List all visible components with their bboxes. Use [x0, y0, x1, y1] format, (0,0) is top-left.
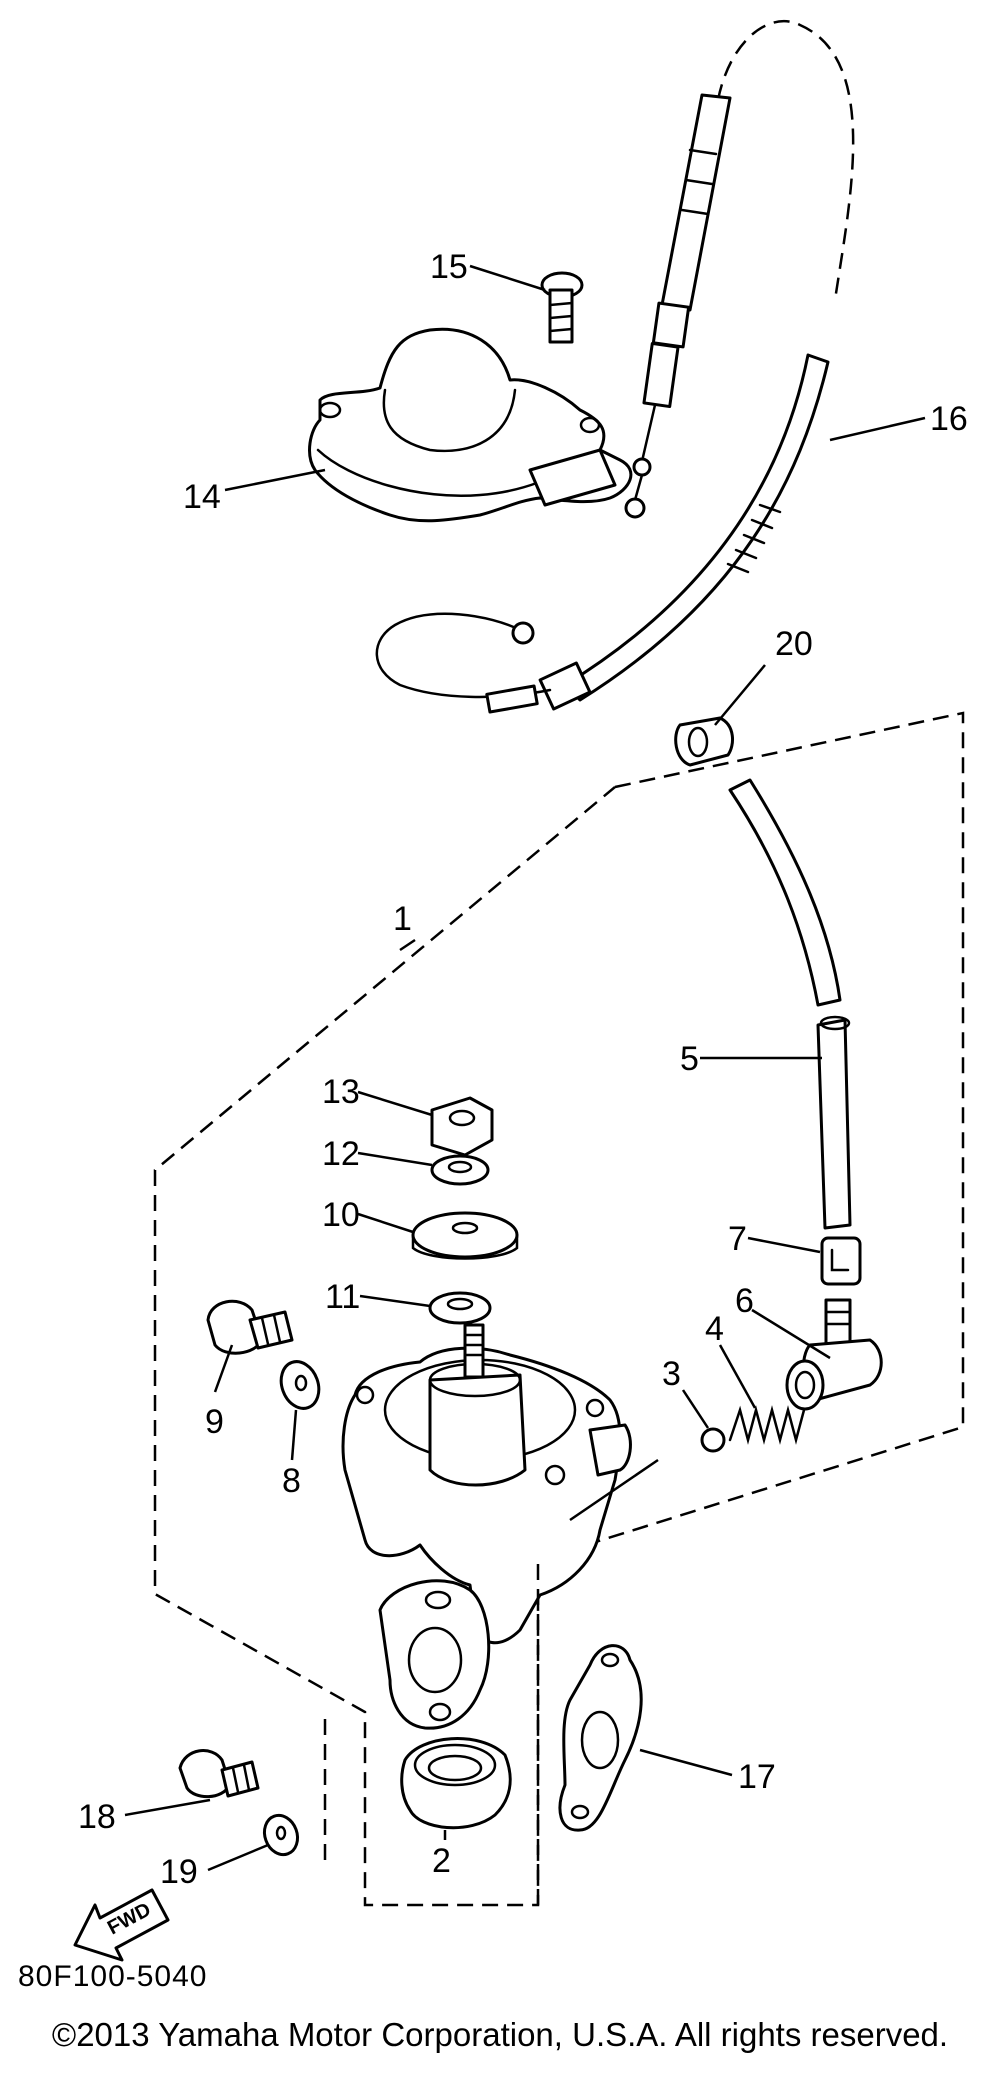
callout-6: 6	[735, 1282, 754, 1320]
callout-10: 10	[322, 1196, 360, 1234]
callout-9: 9	[205, 1403, 224, 1441]
callout-8: 8	[282, 1462, 301, 1500]
fuel-pump-body[interactable]	[341, 1323, 632, 1730]
part-8-washer[interactable]	[275, 1356, 325, 1413]
copyright-text: ©2013 Yamaha Motor Corporation, U.S.A. A…	[51, 2016, 949, 2053]
part-2-seal[interactable]	[400, 1737, 512, 1830]
callout-12: 12	[322, 1135, 360, 1173]
leader-lines	[124, 264, 926, 1872]
throttle-cable[interactable]	[624, 19, 855, 519]
part-7-clip[interactable]	[820, 1236, 862, 1286]
part-6-elbow-fitting[interactable]	[785, 1298, 883, 1411]
assembly-1-boundary	[153, 711, 965, 1907]
part-20-sleeve[interactable]	[674, 716, 734, 767]
callout-3: 3	[662, 1355, 681, 1393]
callout-13: 13	[322, 1073, 360, 1111]
callout-4: 4	[705, 1310, 724, 1348]
callout-1: 1	[393, 900, 412, 938]
part-18-bolt[interactable]	[178, 1749, 260, 1799]
callout-7: 7	[728, 1220, 747, 1258]
part-9-bolt[interactable]	[206, 1299, 294, 1355]
part-15-screw[interactable]	[540, 271, 584, 344]
callout-11: 11	[325, 1278, 360, 1316]
callout-15: 15	[430, 248, 468, 286]
callout-14: 14	[183, 478, 221, 516]
part-14-pump-cover[interactable]	[308, 327, 633, 523]
callout-2: 2	[432, 1842, 451, 1880]
part-4-spring[interactable]	[728, 1405, 806, 1445]
callout-17: 17	[738, 1758, 776, 1796]
part-13-nut[interactable]	[430, 1096, 494, 1157]
callout-18: 18	[78, 1798, 116, 1836]
part-16-hose[interactable]	[375, 353, 830, 714]
part-3-ball[interactable]	[700, 1427, 726, 1453]
fwd-arrow-icon: FWD	[73, 1888, 170, 1962]
part-10-washer[interactable]	[411, 1211, 519, 1260]
part-12-lock-washer[interactable]	[430, 1154, 490, 1186]
part-11-washer[interactable]	[428, 1291, 492, 1325]
part-19-washer[interactable]	[259, 1811, 303, 1860]
part-5-hose[interactable]	[728, 778, 852, 1230]
gasket-boundary	[323, 1560, 540, 1905]
callouts: 15 14 16 20 1 5 7 6 4 3 13 12 10 11 9 8 …	[78, 248, 968, 1891]
diagram-code: 80F100-5040	[18, 1960, 208, 1993]
callout-20: 20	[775, 625, 813, 663]
callout-16: 16	[930, 400, 968, 438]
callout-5: 5	[680, 1040, 699, 1078]
part-17-gasket[interactable]	[558, 1644, 643, 1832]
callout-19: 19	[160, 1853, 198, 1891]
